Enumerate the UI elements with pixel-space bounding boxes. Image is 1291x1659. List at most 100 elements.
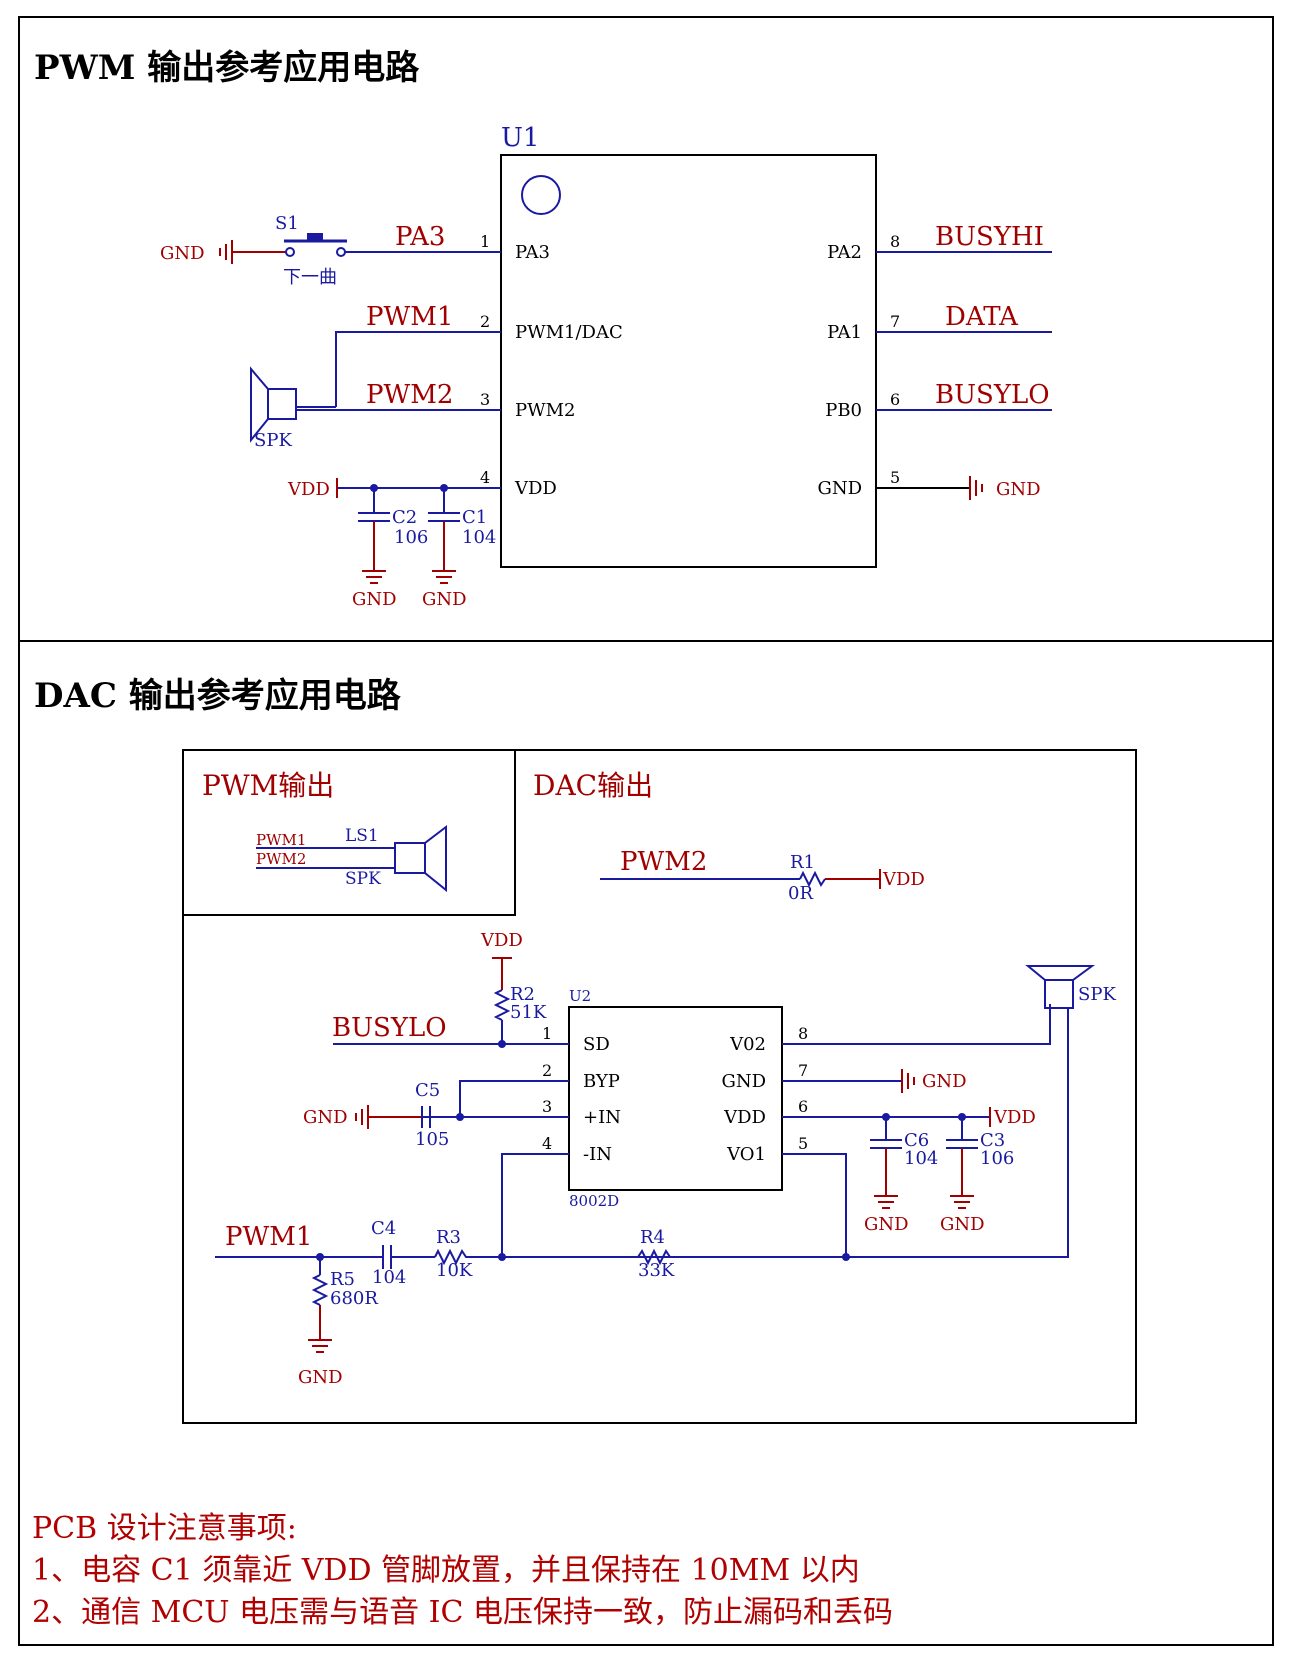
c6-ref: C6 bbox=[904, 1130, 929, 1151]
junction-r3 bbox=[498, 1253, 506, 1261]
r3-ref: R3 bbox=[436, 1227, 461, 1248]
pwm1-wire bbox=[335, 331, 501, 407]
ls-net-label: PWM2 bbox=[256, 850, 306, 868]
u1-pin-name: GND bbox=[817, 478, 862, 499]
notes-item: 1、电容 C1 须靠近 VDD 管脚放置，并且保持在 10MM 以内 bbox=[32, 1553, 860, 1588]
c4-ref: C4 bbox=[371, 1218, 396, 1239]
pwm-section-title: PWM 输出参考应用电路 bbox=[34, 48, 420, 88]
u1-chip-body bbox=[500, 154, 877, 568]
u1-pin-num: 7 bbox=[890, 312, 900, 331]
dac-outer-box bbox=[182, 749, 1137, 1424]
dac-box-title: DAC输出 bbox=[533, 769, 653, 802]
u2-pin-name: GND bbox=[721, 1071, 766, 1092]
spk-label: SPK bbox=[254, 430, 292, 451]
u2-pin-num: 5 bbox=[798, 1134, 808, 1153]
net-label: BUSYLO bbox=[332, 1013, 447, 1043]
r4-ref: R4 bbox=[640, 1227, 665, 1248]
u1-pin-num: 8 bbox=[890, 232, 900, 251]
u2-ref: U2 bbox=[569, 987, 591, 1005]
s1-button bbox=[307, 233, 323, 242]
spk-body bbox=[267, 388, 297, 420]
net-label: PWM1 bbox=[225, 1222, 312, 1252]
net-label: DATA bbox=[945, 302, 1019, 332]
r5-ref: R5 bbox=[330, 1269, 355, 1290]
junction-sd bbox=[498, 1040, 506, 1048]
vdd-label: VDD bbox=[480, 930, 523, 951]
u1-pin-num: 4 bbox=[480, 468, 490, 487]
gnd-label: GND bbox=[298, 1367, 343, 1388]
u1-pin-name: VDD bbox=[514, 478, 557, 499]
u1-pin1-mark bbox=[521, 175, 561, 215]
c3-value: 106 bbox=[980, 1148, 1014, 1169]
r5-value: 680R bbox=[330, 1288, 378, 1309]
u1-pin-name: PA1 bbox=[827, 322, 862, 343]
net-label: PWM1 bbox=[366, 302, 453, 332]
dac-spk-body bbox=[1044, 979, 1074, 1009]
junction-r5 bbox=[316, 1253, 324, 1261]
r4-value: 33K bbox=[638, 1260, 675, 1281]
u1-pin-name: PB0 bbox=[825, 400, 862, 421]
r2-value: 51K bbox=[510, 1002, 547, 1023]
c5-value: 105 bbox=[415, 1129, 449, 1150]
gnd-label: GND bbox=[940, 1214, 985, 1235]
c2-ref: C2 bbox=[392, 507, 417, 528]
gnd-label: GND bbox=[922, 1071, 967, 1092]
gnd-label: GND bbox=[996, 479, 1041, 500]
u1-pin-num: 6 bbox=[890, 390, 900, 409]
c6-value: 104 bbox=[904, 1148, 938, 1169]
gnd-label: GND bbox=[160, 243, 205, 264]
r1-value: 0R bbox=[788, 883, 813, 904]
vdd-label: VDD bbox=[993, 1107, 1036, 1128]
ls1-ref: LS1 bbox=[345, 826, 379, 846]
outer-frame bbox=[18, 16, 1274, 1646]
r2-ref: R2 bbox=[510, 984, 535, 1005]
r1-ref: R1 bbox=[790, 852, 815, 873]
junction-byp bbox=[456, 1113, 464, 1121]
spk-cone bbox=[250, 366, 269, 443]
vdd-label: VDD bbox=[882, 869, 925, 890]
u2-pin-name: VO1 bbox=[726, 1144, 766, 1165]
c3-ref: C3 bbox=[980, 1130, 1005, 1151]
junction-c2 bbox=[370, 484, 378, 492]
u1-pin-name: PWM2 bbox=[515, 400, 576, 421]
u2-pin-num: 1 bbox=[542, 1024, 552, 1043]
ls-net-label: PWM1 bbox=[256, 831, 306, 849]
r4-resistor bbox=[620, 1248, 846, 1266]
vo1-wire bbox=[782, 1153, 847, 1257]
notes-item: 2、通信 MCU 电压需与语音 IC 电压保持一致，防止漏码和丢码 bbox=[32, 1595, 893, 1630]
gnd-label: GND bbox=[352, 589, 397, 610]
u2-pin-name: +IN bbox=[583, 1107, 621, 1128]
s1-contact-left bbox=[285, 247, 295, 257]
gnd-label: GND bbox=[864, 1214, 909, 1235]
section-divider bbox=[18, 640, 1274, 642]
u2-part: 8002D bbox=[569, 1192, 619, 1210]
dac-section-title: DAC 输出参考应用电路 bbox=[34, 676, 401, 716]
u2-pin-num: 2 bbox=[542, 1061, 552, 1080]
r3-resistor bbox=[434, 1248, 469, 1266]
byp-wire bbox=[459, 1080, 569, 1117]
u2-pin-name: BYP bbox=[583, 1071, 620, 1092]
c5-ref: C5 bbox=[415, 1080, 440, 1101]
net-label: BUSYLO bbox=[935, 380, 1050, 410]
c2-value: 106 bbox=[394, 527, 428, 548]
u2-pin-name: V02 bbox=[729, 1034, 766, 1055]
notes-heading: PCB 设计注意事项: bbox=[32, 1511, 297, 1546]
u1-pin-name: PA3 bbox=[515, 242, 550, 263]
u1-pin-num: 1 bbox=[480, 232, 490, 251]
u1-pin-name: PWM1/DAC bbox=[515, 322, 623, 343]
net-label: PWM2 bbox=[620, 847, 707, 877]
v02-wire bbox=[782, 1004, 1051, 1045]
junction-c3 bbox=[958, 1113, 966, 1121]
net-label: PA3 bbox=[395, 222, 445, 252]
u2-pin-num: 4 bbox=[542, 1134, 552, 1153]
vdd-label: VDD bbox=[287, 479, 330, 500]
u1-ref: U1 bbox=[501, 123, 539, 153]
u2-pin-num: 7 bbox=[798, 1061, 808, 1080]
pcb-notes: PCB 设计注意事项: 1、电容 C1 须靠近 VDD 管脚放置，并且保持在 1… bbox=[32, 1508, 893, 1634]
r2-resistor bbox=[493, 989, 511, 1021]
u1-pin-num: 3 bbox=[480, 390, 490, 409]
u2-chip-body bbox=[568, 1006, 783, 1191]
u1-pin-name: PA2 bbox=[827, 242, 862, 263]
s1-label: 下一曲 bbox=[283, 267, 337, 288]
u1-pin-num: 2 bbox=[480, 312, 490, 331]
